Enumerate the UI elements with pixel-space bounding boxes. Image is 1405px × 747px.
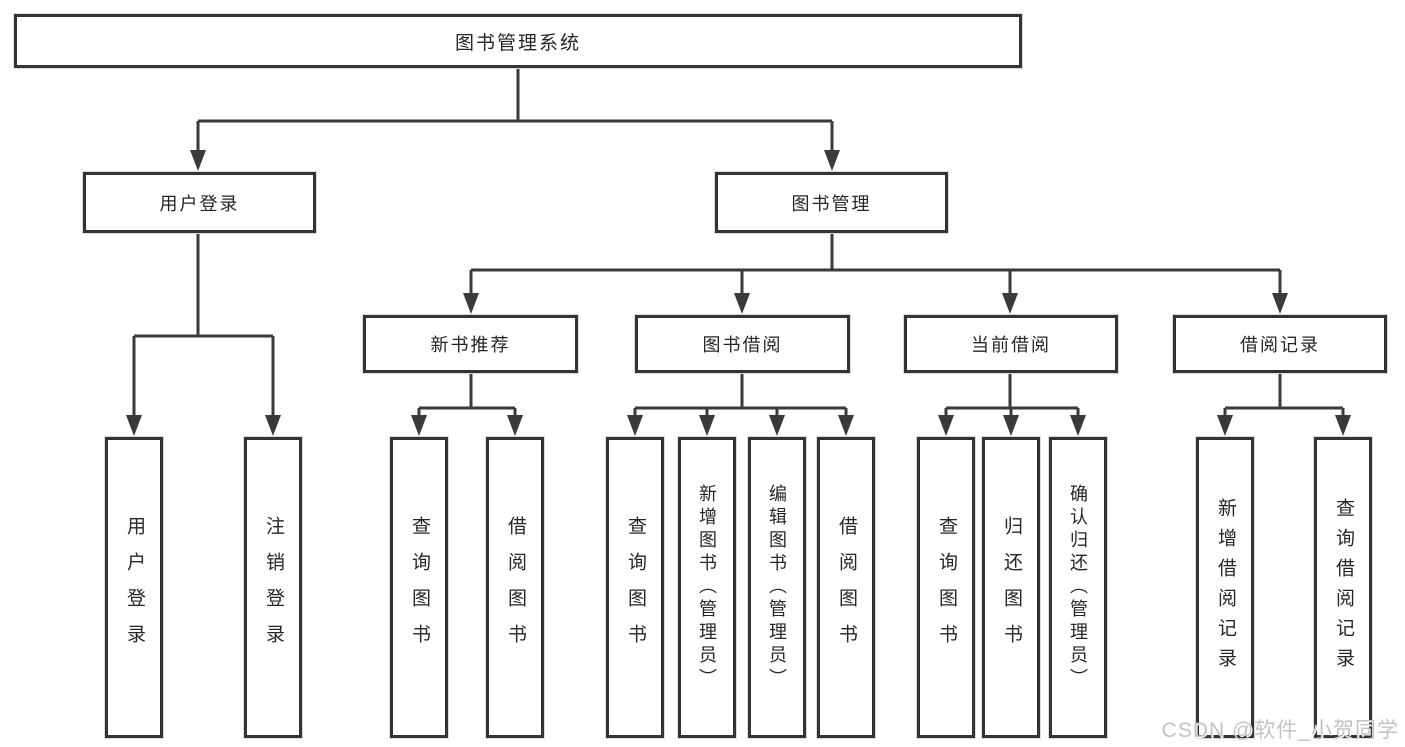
node-new-book-recommendation: 新书推荐	[363, 315, 578, 373]
leaf-add-borrow-record: 新增借阅记录	[1196, 437, 1254, 738]
leaf-return-books: 归还图书	[982, 437, 1040, 738]
connector-lines	[132, 68, 1345, 419]
leaf-query-books: 查询图书	[606, 437, 664, 738]
arrowhead	[734, 293, 750, 314]
bookmgmt-to-level3-lines	[469, 233, 1282, 297]
arrowhead	[1217, 415, 1233, 436]
arrowhead	[265, 415, 281, 436]
leaf-borrow-books: 借阅图书	[817, 437, 875, 738]
leaf-label: 查询图书	[409, 515, 430, 660]
node-label: 图书管理系统	[454, 32, 581, 54]
node-label: 用户登录	[159, 193, 240, 214]
leaf-label: 确认归还（管理员）	[1068, 484, 1088, 691]
leaf-label: 编辑图书（管理员）	[767, 484, 787, 691]
node-label: 当前借阅	[971, 335, 1051, 355]
leaf-label: 查询借阅记录	[1333, 497, 1354, 678]
arrowhead	[126, 415, 142, 436]
userlogin-to-leaves-lines	[132, 233, 275, 419]
leaf-label: 借阅图书	[505, 515, 526, 660]
node-book-borrowing: 图书借阅	[635, 315, 850, 373]
node-current-borrowing: 当前借阅	[904, 315, 1118, 373]
root-to-level2-lines	[196, 68, 834, 155]
arrowhead	[838, 415, 854, 436]
arrowhead	[411, 415, 427, 436]
arrowhead	[938, 415, 954, 436]
arrowhead	[507, 415, 523, 436]
leaf-query-borrow-record: 查询借阅记录	[1314, 437, 1372, 738]
leaf-label: 查询图书	[625, 515, 646, 660]
leaf-add-books-admin: 新增图书（管理员）	[678, 437, 736, 738]
leaf-query-books: 查询图书	[390, 437, 448, 738]
arrowhead	[627, 415, 643, 436]
newbook-to-leaves-lines	[417, 373, 517, 419]
leaf-query-books: 查询图书	[917, 437, 975, 738]
node-user-login: 用户登录	[83, 172, 316, 233]
node-label: 图书管理	[791, 193, 872, 214]
arrowhead	[190, 150, 206, 171]
arrowhead	[1335, 415, 1351, 436]
arrowhead	[1070, 415, 1086, 436]
node-book-management: 图书管理	[715, 172, 948, 233]
leaf-label: 借阅图书	[836, 515, 857, 660]
leaf-label: 归还图书	[1001, 515, 1022, 660]
node-label: 借阅记录	[1240, 335, 1320, 355]
csdn-watermark: CSDN @软件_小贺同学	[1161, 719, 1399, 742]
arrowheads	[126, 150, 1351, 436]
leaf-label: 用户登录	[124, 515, 145, 660]
leaf-user-login: 用户登录	[105, 437, 163, 738]
leaf-logout: 注销登录	[244, 437, 302, 738]
arrowhead	[1003, 415, 1019, 436]
leaf-borrow-books: 借阅图书	[486, 437, 544, 738]
leaf-label: 注销登录	[263, 515, 284, 660]
arrowhead	[1002, 293, 1018, 314]
leaf-label: 新增图书（管理员）	[697, 484, 717, 691]
records-to-leaves-lines	[1223, 373, 1345, 419]
leaf-confirm-return-admin: 确认归还（管理员）	[1049, 437, 1107, 738]
leaf-edit-books-admin: 编辑图书（管理员）	[748, 437, 806, 738]
borrow-to-leaves-lines	[633, 373, 848, 419]
arrowhead	[1272, 293, 1288, 314]
node-borrowing-records: 借阅记录	[1173, 315, 1387, 373]
arrowhead	[824, 150, 840, 171]
leaf-label: 新增借阅记录	[1215, 497, 1236, 678]
node-label: 新书推荐	[430, 335, 511, 355]
node-library-management-system: 图书管理系统	[14, 14, 1022, 68]
leaf-label: 查询图书	[936, 515, 957, 660]
arrowhead	[463, 293, 479, 314]
arrowhead	[699, 415, 715, 436]
node-label: 图书借阅	[702, 335, 783, 355]
arrowhead	[769, 415, 785, 436]
current-to-leaves-lines	[944, 373, 1080, 419]
